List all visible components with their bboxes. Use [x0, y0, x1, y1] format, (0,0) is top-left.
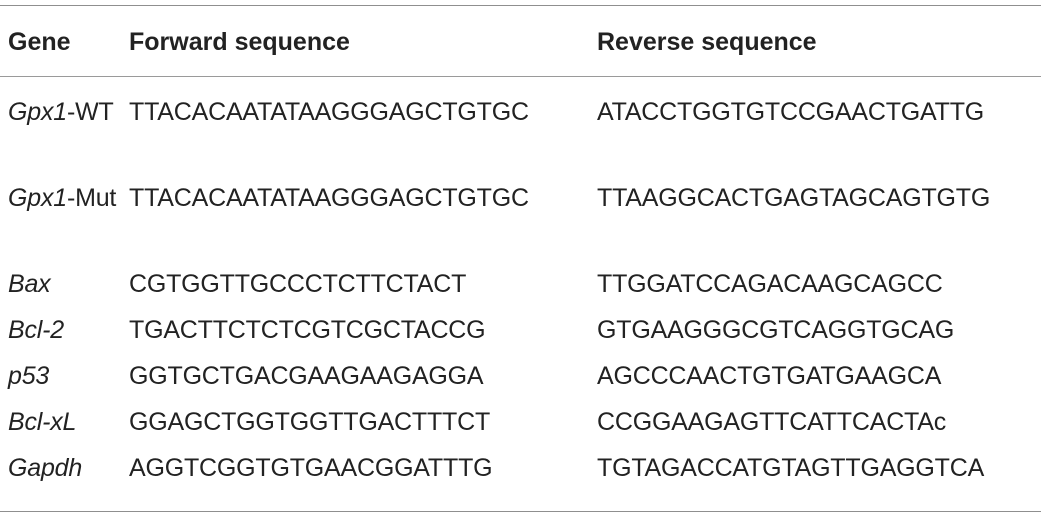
gene-name: Gpx1: [8, 184, 67, 212]
forward-sequence-cell: GGTGCTGACGAAGAAGAGGA: [129, 362, 484, 390]
reverse-sequence-cell: GTGAAGGGCGTCAGGTGCAG: [597, 316, 955, 344]
table-row: Gpx1-Mut TTACACAATATAAGGGAGCTGTGC TTAAGG…: [0, 176, 1041, 262]
reverse-sequence-cell: TTAAGGCACTGAGTAGCAGTGTG: [597, 184, 991, 212]
header-forward-sequence: Forward sequence: [129, 28, 350, 56]
reverse-sequence-cell: TTGGATCCAGACAAGCAGCC: [597, 270, 943, 298]
reverse-sequence-cell: TGTAGACCATGTAGTTGAGGTCA: [597, 454, 985, 482]
forward-sequence-cell: CGTGGTTGCCCTCTTCTACT: [129, 270, 467, 298]
gene-cell: Bcl-2: [8, 310, 118, 350]
gene-name: p53: [8, 362, 50, 390]
table-row: Gpx1-WT TTACACAATATAAGGGAGCTGTGC ATACCTG…: [0, 90, 1041, 176]
gene-name: Bax: [8, 270, 51, 298]
reverse-sequence-cell: CCGGAAGAGTTCATTCACTAc: [597, 408, 947, 436]
gene-name: Bcl-xL: [8, 408, 77, 436]
gene-cell: Bax: [8, 264, 118, 304]
gene-cell: Gapdh: [8, 448, 118, 488]
forward-sequence-cell: TTACACAATATAAGGGAGCTGTGC: [129, 98, 529, 126]
reverse-sequence-cell: ATACCTGGTGTCCGAACTGATTG: [597, 98, 985, 126]
table-row: p53 GGTGCTGACGAAGAAGAGGA AGCCCAACTGTGATG…: [0, 354, 1041, 400]
gene-cell: Gpx1-Mut: [8, 178, 118, 218]
table-header-row: Gene Forward sequence Reverse sequence: [0, 22, 1041, 62]
forward-sequence-cell: TGACTTCTCTCGTCGCTACCG: [129, 316, 486, 344]
gene-suffix: -WT: [66, 98, 114, 126]
table-row: Gapdh AGGTCGGTGTGAACGGATTTG TGTAGACCATGT…: [0, 446, 1041, 492]
table-body: Gpx1-WT TTACACAATATAAGGGAGCTGTGC ATACCTG…: [0, 90, 1041, 492]
table-row: Bcl-xL GGAGCTGGTGGTTGACTTTCT CCGGAAGAGTT…: [0, 400, 1041, 446]
gene-name: Bcl-2: [8, 316, 64, 344]
forward-sequence-cell: TTACACAATATAAGGGAGCTGTGC: [129, 184, 529, 212]
table-row: Bcl-2 TGACTTCTCTCGTCGCTACCG GTGAAGGGCGTC…: [0, 308, 1041, 354]
gene-name: Gapdh: [8, 454, 83, 482]
forward-sequence-cell: AGGTCGGTGTGAACGGATTTG: [129, 454, 493, 482]
gene-suffix: -Mut: [66, 184, 117, 212]
header-gene: Gene: [8, 28, 71, 56]
table-header-rule: [0, 76, 1041, 77]
gene-cell: p53: [8, 356, 118, 396]
reverse-sequence-cell: AGCCCAACTGTGATGAAGCA: [597, 362, 942, 390]
header-reverse-sequence: Reverse sequence: [597, 28, 817, 56]
gene-cell: Gpx1-WT: [8, 92, 118, 132]
gene-name: Gpx1: [8, 98, 67, 126]
table-top-rule: [0, 5, 1041, 6]
gene-cell: Bcl-xL: [8, 402, 118, 442]
table-bottom-rule: [0, 511, 1041, 512]
table-row: Bax CGTGGTTGCCCTCTTCTACT TTGGATCCAGACAAG…: [0, 262, 1041, 308]
forward-sequence-cell: GGAGCTGGTGGTTGACTTTCT: [129, 408, 491, 436]
